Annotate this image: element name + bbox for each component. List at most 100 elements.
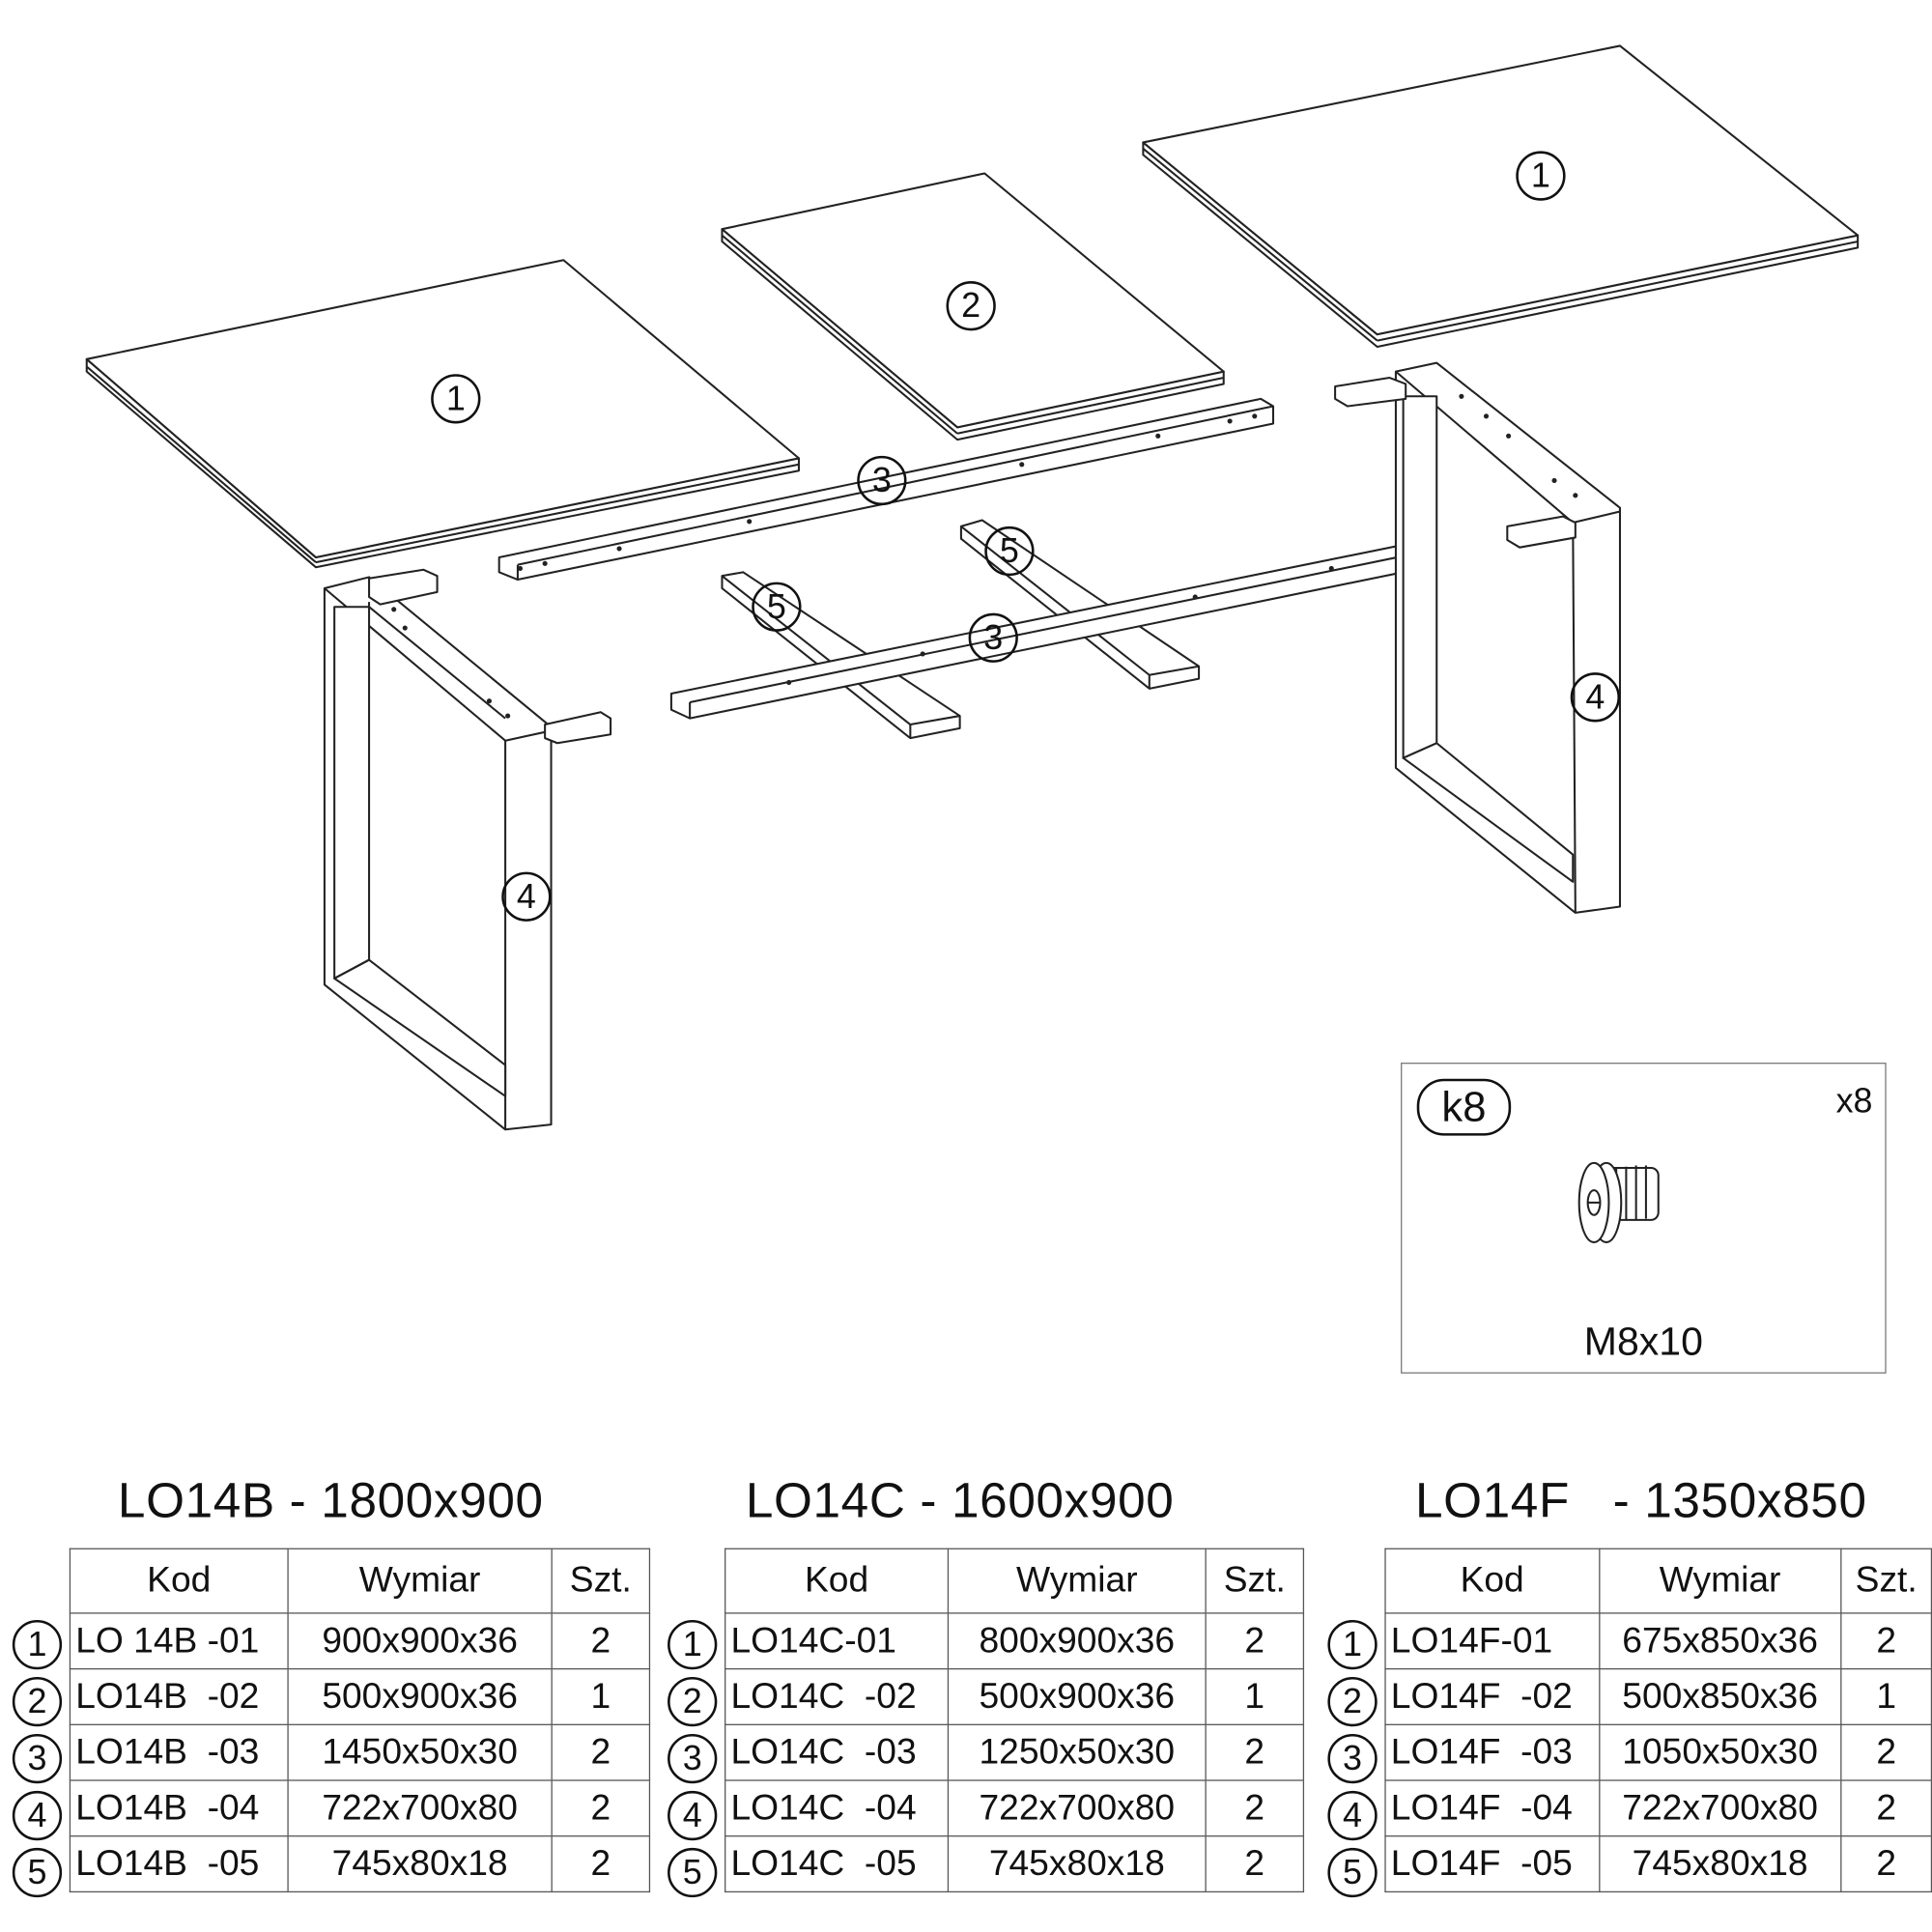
column-header: Szt. <box>1840 1548 1932 1614</box>
row-part-marker: 2 <box>1327 1676 1378 1727</box>
row-part-marker: 5 <box>12 1847 63 1898</box>
row-part-marker: 5 <box>1327 1847 1378 1898</box>
part-dimensions: 500x900x36 <box>287 1667 553 1725</box>
part-quantity: 2 <box>1205 1779 1305 1837</box>
part-marker-3: 3 <box>968 612 1018 663</box>
part-dimensions: 745x80x18 <box>287 1835 553 1893</box>
hardware-size: M8x10 <box>1583 1319 1703 1364</box>
part-code: LO14F-01 <box>1384 1612 1600 1670</box>
part-quantity: 1 <box>1840 1667 1932 1725</box>
row-part-marker: 4 <box>12 1790 63 1841</box>
part-dimensions: 722x700x80 <box>1598 1779 1842 1837</box>
part-quantity: 2 <box>551 1723 651 1781</box>
row-part-marker: 5 <box>668 1847 718 1898</box>
part-code: LO14B -04 <box>69 1779 289 1837</box>
part-marker-5: 5 <box>984 526 1035 577</box>
part-marker-4: 4 <box>1570 672 1620 723</box>
part-dimensions: 722x700x80 <box>947 1779 1207 1837</box>
part-marker-3: 3 <box>857 455 907 506</box>
part-code: LO14B -03 <box>69 1723 289 1781</box>
part-quantity: 1 <box>551 1667 651 1725</box>
part-quantity: 2 <box>1840 1612 1932 1670</box>
column-header: Kod <box>1384 1548 1600 1614</box>
part-dimensions: 1450x50x30 <box>287 1723 553 1781</box>
row-part-marker: 2 <box>668 1676 718 1727</box>
row-part-marker: 1 <box>668 1619 718 1670</box>
part-dimensions: 800x900x36 <box>947 1612 1207 1670</box>
part-code: LO14C -05 <box>724 1835 950 1893</box>
row-part-marker: 4 <box>668 1790 718 1841</box>
part-code: LO 14B -01 <box>69 1612 289 1670</box>
column-header: Wymiar <box>287 1548 553 1614</box>
part-quantity: 1 <box>1205 1667 1305 1725</box>
part-code: LO14C -04 <box>724 1779 950 1837</box>
part-quantity: 2 <box>1205 1723 1305 1781</box>
part-dimensions: 500x900x36 <box>947 1667 1207 1725</box>
screw-icon <box>1577 1161 1660 1243</box>
part-marker-5: 5 <box>752 582 802 632</box>
part-quantity: 2 <box>551 1612 651 1670</box>
row-part-marker: 2 <box>12 1676 63 1727</box>
row-part-marker: 1 <box>1327 1619 1378 1670</box>
part-marker-1: 1 <box>431 374 481 424</box>
row-part-marker: 3 <box>12 1733 63 1784</box>
part-quantity: 2 <box>1840 1723 1932 1781</box>
table-title: LO14F - 1350x850 <box>1414 1473 1867 1529</box>
part-dimensions: 900x900x36 <box>287 1612 553 1670</box>
column-header: Szt. <box>551 1548 651 1614</box>
part-quantity: 2 <box>1840 1779 1932 1837</box>
part-code: LO14F -03 <box>1384 1723 1600 1781</box>
part-quantity: 2 <box>1205 1835 1305 1893</box>
part-marker-4: 4 <box>501 871 552 922</box>
part-code: LO14C -03 <box>724 1723 950 1781</box>
part-dimensions: 1050x50x30 <box>1598 1723 1842 1781</box>
part-code: LO14C -02 <box>724 1667 950 1725</box>
part-dimensions: 722x700x80 <box>287 1779 553 1837</box>
column-header: Kod <box>69 1548 289 1614</box>
part-dimensions: 745x80x18 <box>947 1835 1207 1893</box>
part-quantity: 2 <box>551 1779 651 1837</box>
part-code: LO14F -02 <box>1384 1667 1600 1725</box>
leg-frame-right <box>1334 361 1622 914</box>
part-quantity: 2 <box>1840 1835 1932 1893</box>
hardware-quantity: x8 <box>1835 1081 1873 1121</box>
row-part-marker: 4 <box>1327 1790 1378 1841</box>
row-part-marker: 1 <box>12 1619 63 1670</box>
part-marker-2: 2 <box>946 281 996 331</box>
part-code: LO14B -02 <box>69 1667 289 1725</box>
row-part-marker: 3 <box>668 1733 718 1784</box>
part-code: LO14B -05 <box>69 1835 289 1893</box>
part-dimensions: 675x850x36 <box>1598 1612 1842 1670</box>
row-part-marker: 3 <box>1327 1733 1378 1784</box>
hardware-kit-box: k8 x8 M8x10 <box>1401 1063 1887 1374</box>
column-header: Kod <box>724 1548 950 1614</box>
part-code: LO14F -05 <box>1384 1835 1600 1893</box>
part-quantity: 2 <box>551 1835 651 1893</box>
column-header: Wymiar <box>947 1548 1207 1614</box>
leg-frame-left <box>323 568 612 1131</box>
column-header: Wymiar <box>1598 1548 1842 1614</box>
hardware-code: k8 <box>1416 1078 1512 1136</box>
part-dimensions: 1250x50x30 <box>947 1723 1207 1781</box>
part-dimensions: 745x80x18 <box>1598 1835 1842 1893</box>
